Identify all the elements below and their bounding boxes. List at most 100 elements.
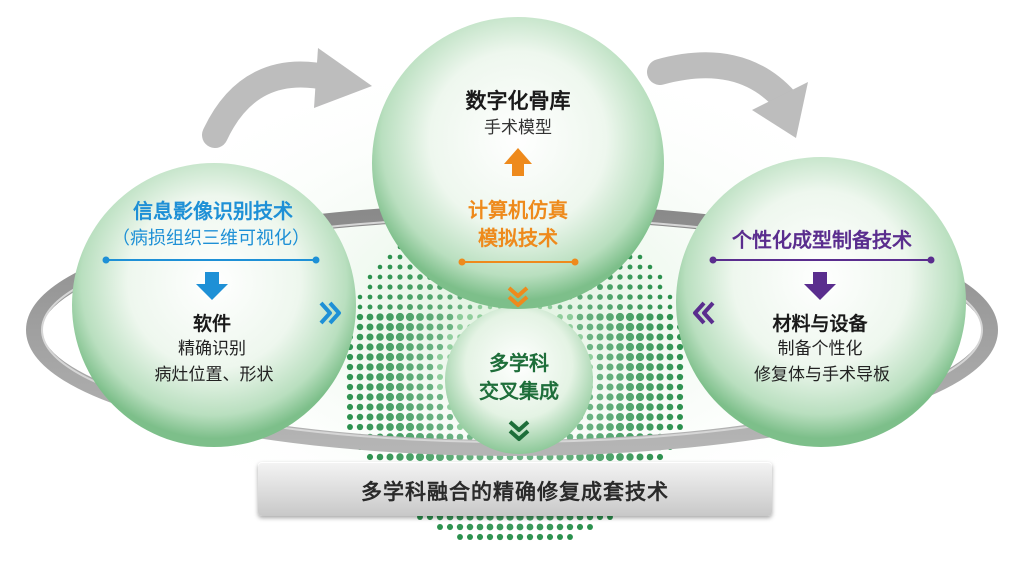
- halftone-dot: [376, 323, 384, 331]
- halftone-dot: [615, 312, 625, 322]
- halftone-dot: [617, 274, 623, 280]
- halftone-dot: [417, 284, 423, 290]
- halftone-dot: [617, 284, 623, 290]
- right-circle: [676, 157, 966, 447]
- halftone-dot: [656, 413, 664, 421]
- halftone-dot: [397, 264, 403, 270]
- halftone-dot: [385, 342, 395, 352]
- halftone-dot: [446, 323, 454, 331]
- halftone-dot: [635, 352, 645, 362]
- top-circle-tech-line1: 计算机仿真: [468, 198, 568, 222]
- halftone-dot: [676, 413, 684, 421]
- halftone-dot: [637, 284, 643, 290]
- halftone-dot: [616, 403, 624, 411]
- halftone-dot: [576, 433, 584, 441]
- halftone-dot: [436, 343, 444, 351]
- halftone-dot: [676, 393, 684, 401]
- halftone-dot: [416, 423, 424, 431]
- halftone-dot: [587, 524, 593, 530]
- halftone-dot: [376, 453, 384, 461]
- purple-down-arrow-icon: [804, 272, 836, 300]
- halftone-dot: [416, 373, 424, 381]
- halftone-dot: [586, 313, 594, 321]
- halftone-dot: [587, 294, 593, 300]
- halftone-dot: [596, 393, 604, 401]
- halftone-dot: [356, 393, 364, 401]
- top-circle-tech-line2: 模拟技术: [478, 226, 558, 250]
- halftone-dot: [667, 294, 673, 300]
- halftone-dot: [576, 313, 584, 321]
- halftone-dot: [586, 423, 594, 431]
- halftone-dot: [416, 333, 424, 341]
- left-circle: [72, 163, 356, 447]
- halftone-dot: [436, 313, 444, 321]
- halftone-dot: [457, 304, 463, 310]
- halftone-dot: [426, 413, 434, 421]
- halftone-dot: [616, 343, 624, 351]
- left-circle-output-line2: 病灶位置、形状: [154, 365, 274, 385]
- halftone-dot: [586, 453, 594, 461]
- halftone-dot: [417, 304, 423, 310]
- halftone-dot: [496, 523, 504, 531]
- halftone-dot: [385, 372, 395, 382]
- halftone-dot: [666, 353, 674, 361]
- top-divider: [458, 258, 579, 266]
- halftone-dot: [406, 343, 414, 351]
- halftone-dot: [636, 413, 644, 421]
- halftone-dot: [436, 323, 444, 331]
- halftone-dot: [426, 373, 434, 381]
- halftone-dot: [416, 403, 424, 411]
- halftone-dot: [556, 523, 564, 531]
- halftone-dot: [666, 363, 674, 371]
- halftone-dot: [666, 423, 674, 431]
- halftone-dot: [627, 304, 633, 310]
- halftone-dot: [646, 343, 654, 351]
- halftone-dot: [376, 423, 384, 431]
- halftone-dot: [376, 393, 384, 401]
- halftone-dot: [446, 333, 454, 341]
- summary-banner: 多学科融合的精确修复成套技术: [258, 462, 772, 516]
- halftone-dot: [616, 383, 624, 391]
- halftone-dot: [666, 383, 674, 391]
- halftone-dot: [416, 343, 424, 351]
- halftone-dot: [356, 423, 364, 431]
- halftone-dot: [356, 363, 364, 371]
- halftone-dot: [646, 413, 654, 421]
- halftone-dot: [387, 304, 393, 310]
- halftone-dot: [437, 524, 443, 530]
- halftone-dot: [635, 332, 645, 342]
- halftone-dot: [646, 423, 654, 431]
- halftone-dot: [606, 403, 614, 411]
- halftone-dot: [356, 343, 364, 351]
- halftone-dot: [625, 422, 635, 432]
- halftone-dot: [426, 333, 434, 341]
- halftone-dot: [387, 274, 393, 280]
- halftone-dot: [346, 383, 354, 391]
- halftone-dot: [426, 383, 434, 391]
- halftone-dot: [416, 353, 424, 361]
- halftone-dot: [366, 353, 374, 361]
- halftone-dot: [556, 533, 564, 541]
- halftone-dot: [467, 304, 473, 310]
- halftone-dot: [666, 373, 674, 381]
- halftone-dot: [366, 373, 374, 381]
- halftone-dot: [436, 383, 444, 391]
- halftone-dot: [506, 523, 514, 531]
- cycle-arrow-right: [647, 52, 808, 138]
- left-circle-title: 信息影像识别技术: [133, 199, 293, 223]
- blue-down-arrow-icon: [196, 272, 228, 300]
- halftone-dot: [377, 304, 383, 310]
- halftone-dot: [366, 423, 374, 431]
- right-circle-output-line2: 修复体与手术导板: [754, 365, 890, 385]
- halftone-dot: [377, 294, 383, 300]
- halftone-dot: [427, 284, 433, 290]
- halftone-dot: [395, 422, 405, 432]
- halftone-dot: [486, 523, 494, 531]
- halftone-dot: [356, 333, 364, 341]
- halftone-dot: [447, 294, 453, 300]
- halftone-dot: [625, 362, 635, 372]
- halftone-dot: [656, 453, 664, 461]
- halftone-dot: [395, 372, 405, 382]
- halftone-dot: [606, 413, 614, 421]
- halftone-dot: [386, 453, 394, 461]
